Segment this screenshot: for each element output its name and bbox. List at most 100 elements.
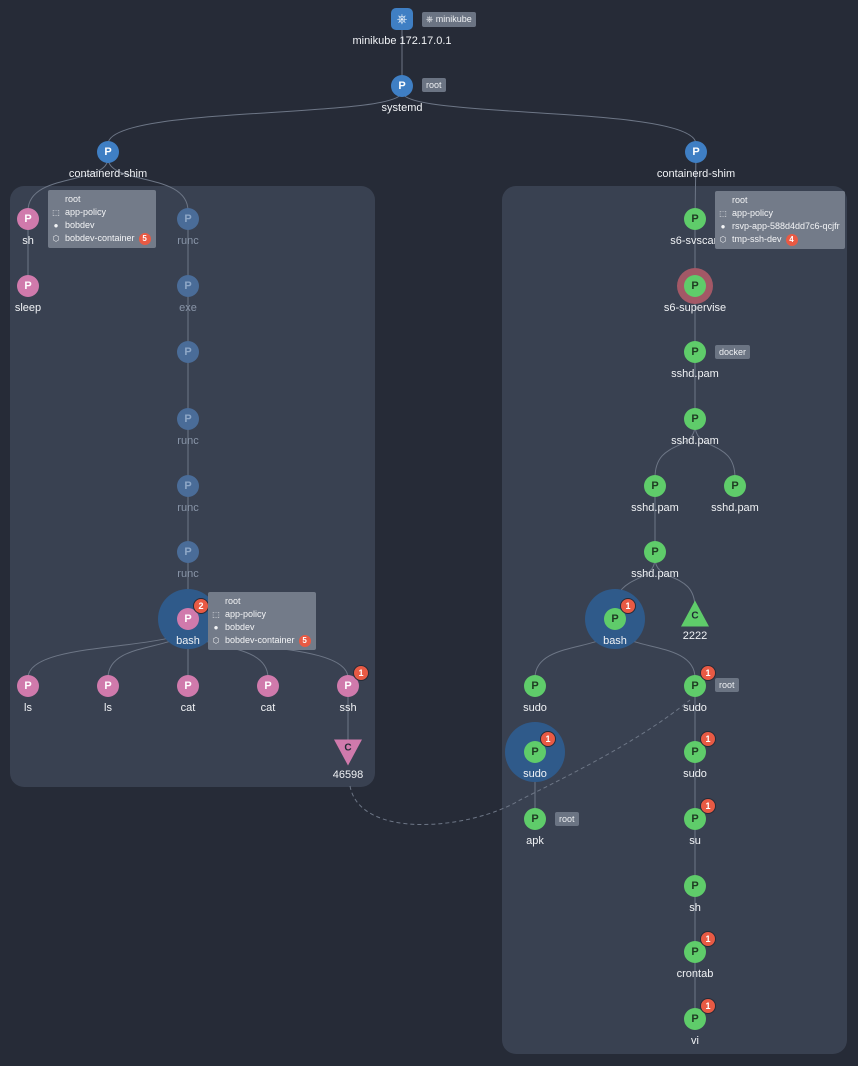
node-label-sshd3: sshd.pam (631, 502, 679, 514)
process-node-systemd[interactable]: P (391, 75, 413, 97)
process-node-exe[interactable]: P (177, 275, 199, 297)
process-node-su[interactable]: P (684, 808, 706, 830)
node-label-sshd5: sshd.pam (631, 568, 679, 580)
process-node-runc2[interactable]: P (177, 408, 199, 430)
infobox-text: bobdev (225, 622, 255, 632)
process-node-vi[interactable]: P (684, 1008, 706, 1030)
process-node-cat2[interactable]: P (257, 675, 279, 697)
node-label-sudo4: sudo (683, 768, 707, 780)
node-label-cat1: cat (180, 702, 196, 714)
edge-systemd-shimL (107, 91, 403, 145)
cluster-tag: ⎈ minikube (422, 12, 476, 27)
process-node-sshd1[interactable]: P (684, 341, 706, 363)
alert-badge-sudo2[interactable]: 1 (700, 665, 716, 681)
edge-shimR-s6svscan (694, 151, 697, 220)
node-label-s6sup: s6-supervise (663, 302, 727, 314)
infobox-text: rsvp-app-588d4dd7c6-qcjfr (732, 221, 840, 231)
cluster-tag-text: minikube (435, 14, 472, 24)
infobox-row: ⬚app-policy (211, 608, 311, 621)
node-label-vi: vi (691, 1035, 699, 1047)
process-node-shimR[interactable]: P (685, 141, 707, 163)
process-node-s6svscan[interactable]: P (684, 208, 706, 230)
infobox-text: tmp-ssh-dev (732, 234, 782, 244)
edge-shimL-sh (27, 157, 109, 212)
alert-badge-ssh[interactable]: 1 (353, 665, 369, 681)
alert-badge-bashL[interactable]: 2 (193, 598, 209, 614)
node-label-sshd4: sshd.pam (711, 502, 759, 514)
process-node-runc1[interactable]: P (177, 208, 199, 230)
process-node-runc3[interactable]: P (177, 475, 199, 497)
process-node-shimL[interactable]: P (97, 141, 119, 163)
process-node-ssh[interactable]: P (337, 675, 359, 697)
infobox-text: bobdev-container (225, 635, 295, 645)
kubernetes-icon[interactable]: ⎈ (391, 8, 413, 30)
infobox-alert-badge[interactable]: 5 (138, 232, 151, 245)
process-node-sshd2[interactable]: P (684, 408, 706, 430)
process-node-sleep[interactable]: P (17, 275, 39, 297)
process-node-apk[interactable]: P (524, 808, 546, 830)
alert-badge-sudo3[interactable]: 1 (540, 731, 556, 747)
process-node-sshd3[interactable]: P (644, 475, 666, 497)
alert-badge-sudo4[interactable]: 1 (700, 731, 716, 747)
network-connection-edge (349, 699, 691, 825)
node-label-sshd1: sshd.pam (671, 368, 719, 380)
alert-badge-su[interactable]: 1 (700, 798, 716, 814)
node-label-crontab: crontab (676, 968, 714, 980)
process-node-shR[interactable]: P (684, 875, 706, 897)
node-label-su: su (689, 835, 701, 847)
node-label-shimR: containerd-shim (656, 168, 736, 180)
infobox-row: root (51, 193, 151, 206)
node-label-sudo3: sudo (523, 768, 547, 780)
process-node-crontab[interactable]: P (684, 941, 706, 963)
infobox-alert-badge[interactable]: 4 (785, 233, 798, 246)
node-label-cat2: cat (260, 702, 276, 714)
process-node-ls1[interactable]: P (17, 675, 39, 697)
alert-badge-vi[interactable]: 1 (700, 998, 716, 1014)
node-label-exe: exe (179, 302, 197, 314)
node-label-apk: apk (526, 835, 544, 847)
process-node-sshd4[interactable]: P (724, 475, 746, 497)
node-label-ls2: ls (104, 702, 112, 714)
alert-badge-crontab[interactable]: 1 (700, 931, 716, 947)
infobox-row: ●bobdev (51, 219, 151, 232)
process-node-sudo1[interactable]: P (524, 675, 546, 697)
node-label-sudo1: sudo (523, 702, 547, 714)
process-node-bashR[interactable]: P (604, 608, 626, 630)
context-infobox-ib-s6: root⬚app-policy●rsvp-app-588d4dd7c6-qcjf… (715, 191, 845, 249)
process-node-sudo4[interactable]: P (684, 741, 706, 763)
infobox-row: root (718, 194, 840, 207)
policy-icon: ⬚ (719, 209, 727, 218)
process-node-cat1[interactable]: P (177, 675, 199, 697)
container-icon: ⬡ (52, 234, 60, 243)
process-node-blank[interactable]: P (177, 341, 199, 363)
infobox-text: root (732, 195, 748, 205)
node-label-sudo2: sudo (683, 702, 707, 714)
connection-node-conn46598[interactable]: C (333, 739, 363, 772)
node-label-sh: sh (22, 235, 34, 247)
edge-shimL-runc1 (107, 157, 189, 212)
process-node-s6sup[interactable]: P (684, 275, 706, 297)
node-label-conn2222: 2222 (682, 630, 708, 642)
node-label-s6svscan: s6-svscan (670, 235, 720, 247)
process-node-runc4[interactable]: P (177, 541, 199, 563)
container-icon: ⬡ (212, 636, 220, 645)
node-label-sleep: sleep (14, 302, 42, 314)
process-node-bashL[interactable]: P (177, 608, 199, 630)
user-tag-sudo2: root (715, 678, 739, 692)
connection-node-conn2222[interactable]: C (680, 600, 710, 633)
policy-icon: ⬚ (212, 610, 220, 619)
alert-badge-bashR[interactable]: 1 (620, 598, 636, 614)
node-label-ssh: ssh (339, 702, 357, 714)
infobox-row: ⬚app-policy (718, 207, 840, 220)
process-node-sudo2[interactable]: P (684, 675, 706, 697)
infobox-alert-badge[interactable]: 5 (298, 634, 311, 647)
process-node-sh[interactable]: P (17, 208, 39, 230)
node-label-runc3: runc (177, 502, 199, 514)
process-node-sshd5[interactable]: P (644, 541, 666, 563)
process-node-sudo3[interactable]: P (524, 741, 546, 763)
process-node-ls2[interactable]: P (97, 675, 119, 697)
